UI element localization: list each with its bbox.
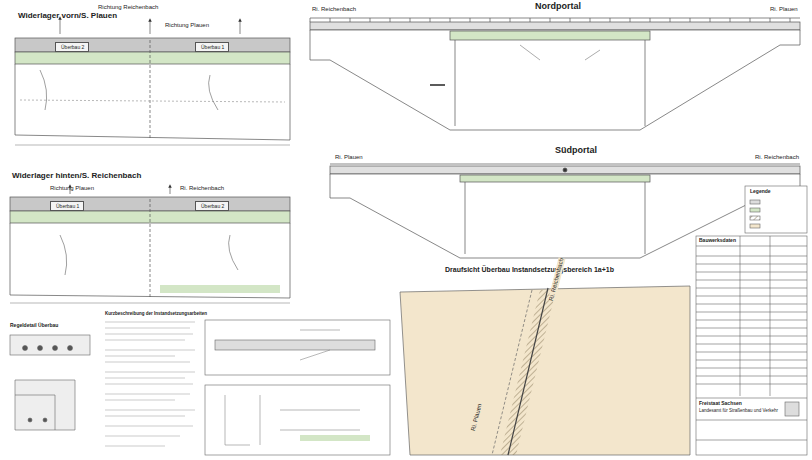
box-text: Überbau 2 bbox=[61, 45, 83, 51]
drawing-label: Ri. Plauen bbox=[770, 6, 798, 13]
drawing-label: Kurzbeschreibung der Instandsetzungsarbe… bbox=[105, 312, 207, 317]
drawing-label: Freistaat Sachsen bbox=[699, 401, 742, 407]
plan-view bbox=[400, 286, 690, 455]
drawing-label: Südportal bbox=[555, 146, 597, 156]
drawing-label: Widerlager vorn/S. Plauen bbox=[18, 12, 117, 21]
drawing-label: Richtung Reichenbach bbox=[98, 4, 158, 11]
drawing-label: Richtung Plauen bbox=[165, 22, 209, 29]
box-text: Überbau 1 bbox=[201, 45, 223, 51]
drawing-label: Ri. Plauen bbox=[335, 154, 363, 161]
superstructure-box: Überbau 1 bbox=[195, 42, 229, 52]
box-text: Überbau 2 bbox=[201, 204, 223, 210]
drawing-label: Draufsicht Überbau Instandsetzungsbereic… bbox=[445, 266, 614, 274]
superstructure-box: Überbau 2 bbox=[195, 201, 229, 211]
superstructure-box: Überbau 2 bbox=[55, 42, 89, 52]
drawing-label: Nordportal bbox=[535, 2, 581, 12]
drawing-label: Richtung Plauen bbox=[50, 185, 94, 192]
drawing-label: Landesamt für Straßenbau und Verkehr bbox=[699, 409, 778, 414]
drawing-label: Ri. Reichenbach bbox=[755, 154, 799, 161]
drawing-label: Regeldetail Überbau bbox=[10, 323, 58, 329]
title-block bbox=[696, 186, 807, 455]
abutment-rear-view bbox=[10, 186, 290, 303]
superstructure-box: Überbau 1 bbox=[50, 201, 84, 211]
detail-drawings bbox=[10, 320, 390, 455]
drawing-label: Ri. Reichenbach bbox=[180, 185, 224, 192]
drawing-label: Bauwerksdaten bbox=[699, 238, 736, 244]
abutment-front-view bbox=[15, 18, 290, 145]
north-portal-view bbox=[310, 18, 800, 130]
drawing-label: Legende bbox=[750, 189, 771, 195]
drawing-label: Widerlager hinten/S. Reichenbach bbox=[12, 172, 141, 181]
box-text: Überbau 1 bbox=[56, 204, 78, 210]
drawing-label: Ri. Reichenbach bbox=[312, 6, 356, 13]
